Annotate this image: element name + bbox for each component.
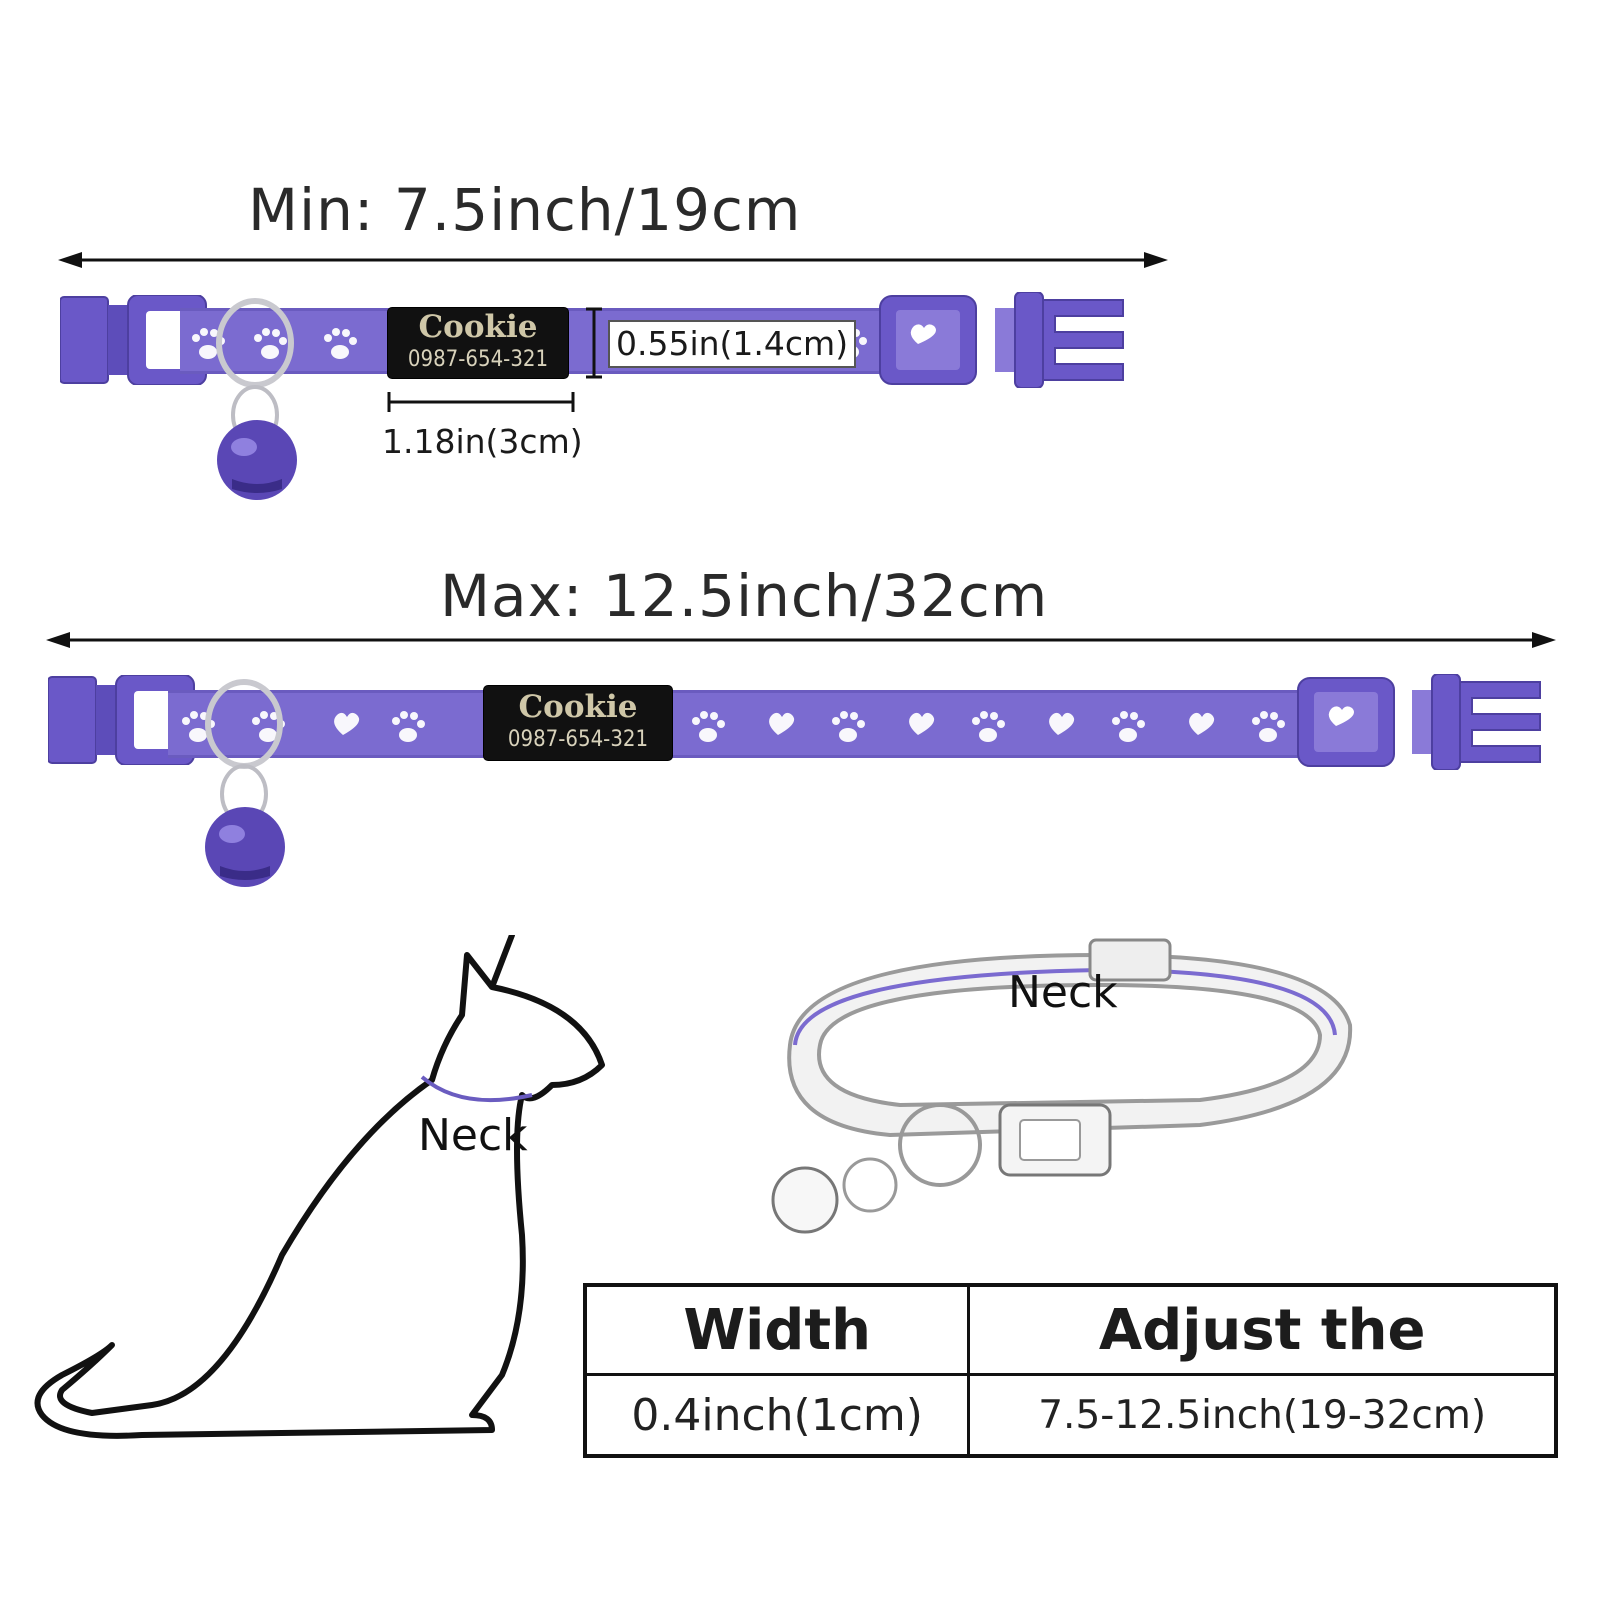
collar-neck-label: Neck [1008, 967, 1118, 1018]
table-cell-width: 0.4inch(1cm) [583, 1373, 971, 1458]
tag-name: Cookie [418, 309, 538, 346]
table-row: 0.4inch(1cm) 7.5-12.5inch(19-32cm) [583, 1373, 1558, 1458]
max-length-arrow [46, 632, 1556, 648]
cat-neck-label: Neck [418, 1110, 528, 1161]
collar-sketch [771, 938, 1353, 1234]
table-header-row: Width Adjust the [583, 1283, 1558, 1376]
min-length-arrow [58, 252, 1168, 268]
cat-silhouette [34, 935, 605, 1439]
spec-table: Width Adjust the 0.4inch(1cm) 7.5-12.5in… [583, 1283, 1558, 1458]
keeper-loop [879, 295, 977, 385]
tag-name: Cookie [518, 689, 638, 726]
tag-phone: 0987-654-321 [507, 727, 649, 753]
bell-icon [217, 420, 297, 500]
male-buckle [1412, 674, 1541, 770]
tag-phone: 0987-654-321 [407, 347, 549, 373]
tag-height-label: 0.55in(1.4cm) [608, 320, 857, 368]
tag-width-bracket [387, 392, 575, 412]
strap [168, 690, 1318, 758]
min-length-label: Min: 7.5inch/19cm [248, 176, 802, 244]
table-header-width: Width [583, 1283, 971, 1376]
name-tag: Cookie 0987-654-321 [484, 686, 672, 760]
keeper-loop [1297, 677, 1395, 767]
max-length-label: Max: 12.5inch/32cm [440, 562, 1049, 630]
table-cell-adjust: 7.5-12.5inch(19-32cm) [967, 1373, 1558, 1458]
male-buckle [995, 292, 1124, 388]
paw-print-pattern [182, 711, 1285, 742]
tag-width-label: 1.18in(3cm) [382, 422, 583, 461]
tag-height-bracket [586, 307, 602, 379]
name-tag: Cookie 0987-654-321 [388, 308, 568, 378]
bell-icon [205, 807, 285, 887]
table-header-adjust: Adjust the [967, 1283, 1558, 1376]
